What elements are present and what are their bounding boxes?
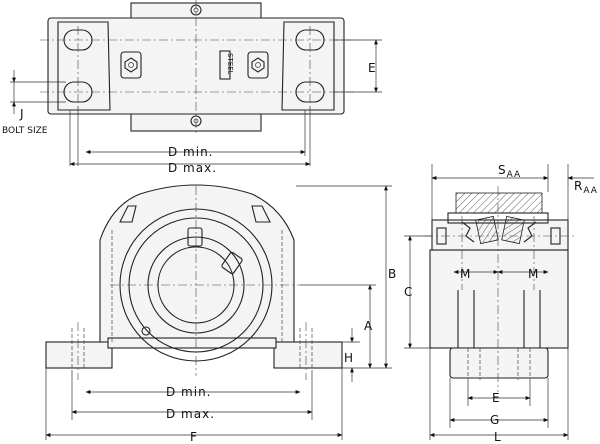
grease-fitting-icon <box>120 51 142 79</box>
dimension-c-label: C <box>404 285 413 299</box>
dimension-d-min-top-label: D min. <box>168 145 214 159</box>
cap-bolt-icon <box>190 115 202 127</box>
bolt-size-label: BOLT SIZE <box>2 126 48 136</box>
set-screw-icon <box>221 251 243 275</box>
cap-bolt-icon <box>190 4 202 16</box>
seal-icon <box>461 221 475 243</box>
dimension-e-top-label: E <box>368 61 377 75</box>
lifting-lug-icon <box>119 205 137 223</box>
seal-icon <box>523 221 537 243</box>
dimension-e-side-label: E <box>492 391 501 405</box>
steel-stamp <box>219 50 231 80</box>
dimension-b-label: B <box>388 267 397 281</box>
roller-icon <box>475 215 499 245</box>
dimension-f-label: F <box>190 430 198 444</box>
side-view: SAA RAA M M C E G L <box>404 163 598 444</box>
lifting-lug-icon <box>251 205 271 223</box>
dimension-d-min-bottom-label: D min. <box>166 385 212 399</box>
steel-stamp-text: STEEL <box>226 53 234 75</box>
dimension-saa-label: SAA <box>498 163 521 180</box>
front-view: B A H D min. D max. F <box>45 184 397 444</box>
dimension-l-label: L <box>494 430 502 444</box>
dimension-d-max-bottom-label: D max. <box>166 407 215 421</box>
dimension-m-left-label: M <box>460 267 471 281</box>
set-screw-icon <box>187 227 203 247</box>
dimension-j-label: J <box>19 107 25 121</box>
dimension-raa-label: RAA <box>574 179 598 196</box>
dimension-h-label: H <box>344 351 354 365</box>
dimension-g-label: G <box>490 413 500 427</box>
roller-icon <box>501 215 525 245</box>
dimension-m-right-label: M <box>528 267 539 281</box>
dimension-a-label: A <box>364 319 373 333</box>
grease-fitting-icon <box>247 51 269 79</box>
dimension-d-max-top-label: D max. <box>168 161 217 175</box>
top-view: STEEL J BOLT SIZE E D min. D max. <box>2 0 382 175</box>
